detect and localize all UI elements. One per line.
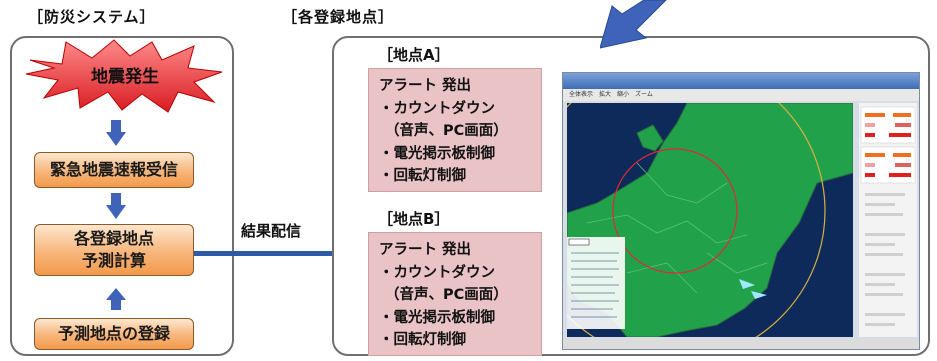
point-b-line: アラート 発出 [379,242,472,258]
left-section-label: ［防災システム］ [28,8,156,26]
earthquake-map [567,103,853,337]
point-a-line: ・回転灯制御 [379,168,466,185]
map-toolbar: 全体表示 拡大 縮小 ズーム [563,89,919,101]
map-sidebar [859,103,917,337]
point-b-line: ・電光掲示板制御 [379,309,495,326]
map-titlebar [563,73,919,89]
incoming-arrow-icon [600,0,667,49]
japan-map-graphic [567,103,853,337]
point-b-box: アラート 発出 ・カウントダウン （音声、PC画面） ・電光掲示板制御 ・回転灯… [368,232,542,356]
down-arrow-icon [106,120,126,146]
connector-label: 結果配信 [241,222,302,240]
map-app-screenshot: 全体表示 拡大 縮小 ズーム [562,72,920,350]
point-b-line: （音声、PC画面） [385,287,508,304]
point-b-line: ・回転灯制御 [379,332,466,349]
map-statusbar [563,339,919,349]
connector-line [194,251,334,256]
point-a-line: （音声、PC画面） [385,123,508,140]
point-a-label: ［地点A］ [378,46,450,64]
down-arrow-icon [106,193,126,219]
earthquake-burst-shape [25,39,223,113]
point-a-line: ・電光掲示板制御 [379,145,495,162]
point-a-line: ・カウントダウン [379,100,495,117]
step-predict-calc: 各登録地点 予測計算 [34,224,194,276]
right-section-label: ［各登録地点］ [282,8,395,26]
earthquake-text: 地震発生 [91,67,159,87]
step-register-points: 予測地点の登録 [34,318,194,350]
step-receive-eew: 緊急地震速報受信 [34,152,194,188]
countdown-panel-graphic [859,103,917,337]
point-b-label: ［地点B］ [378,210,450,228]
point-b-line: ・カウントダウン [379,264,495,281]
point-a-box: アラート 発出 ・カウントダウン （音声、PC画面） ・電光掲示板制御 ・回転灯… [368,68,542,192]
point-a-line: アラート 発出 [379,78,472,94]
up-arrow-icon [106,288,126,310]
